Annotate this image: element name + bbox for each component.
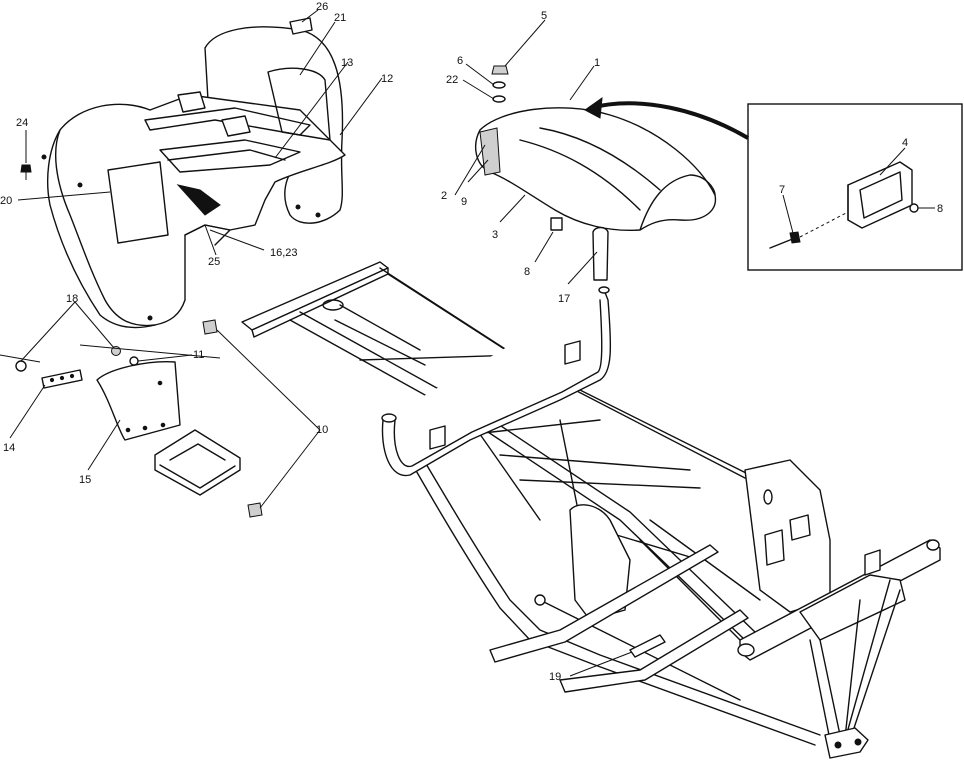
callout-2: 2	[441, 190, 447, 202]
callout-26: 26	[316, 1, 328, 13]
callout-21: 21	[334, 12, 346, 24]
callout-20: 20	[0, 195, 12, 207]
callout-4: 4	[902, 137, 908, 149]
callout-9: 9	[461, 196, 467, 208]
callout-1: 1	[594, 57, 600, 69]
callouts: 1 2 3 4 5 6 7 8 8 9 10 11 12 13 14 15 16…	[0, 1, 943, 683]
seat	[474, 65, 717, 232]
callout-13: 13	[341, 57, 353, 69]
callout-8-inset: 8	[937, 203, 943, 215]
callout-6: 6	[457, 55, 463, 67]
callout-3: 3	[492, 229, 498, 241]
detail-arrow	[589, 101, 750, 140]
grab-handle-17	[592, 226, 609, 281]
callout-16-23: 16,23	[270, 247, 298, 259]
callout-5: 5	[541, 10, 547, 22]
callout-10: 10	[316, 424, 328, 436]
callout-15: 15	[79, 474, 91, 486]
callout-7: 7	[779, 184, 785, 196]
license-bracket-assembly	[0, 319, 263, 518]
callout-11: 11	[193, 349, 204, 361]
callout-25: 25	[208, 256, 220, 268]
callout-17: 17	[558, 293, 570, 305]
leader-lines	[9, 9, 935, 677]
callout-14: 14	[3, 442, 15, 454]
callout-24: 24	[16, 117, 28, 129]
callout-18: 18	[66, 293, 78, 305]
latch-detail-inset	[747, 103, 963, 271]
frame	[241, 261, 941, 759]
detail-arrowhead	[584, 96, 603, 119]
callout-12: 12	[381, 73, 393, 85]
callout-19: 19	[549, 671, 561, 683]
callout-22: 22	[446, 74, 458, 86]
screw-24	[20, 164, 32, 180]
callout-8-seat: 8	[524, 266, 530, 278]
rear-fender	[41, 17, 346, 329]
